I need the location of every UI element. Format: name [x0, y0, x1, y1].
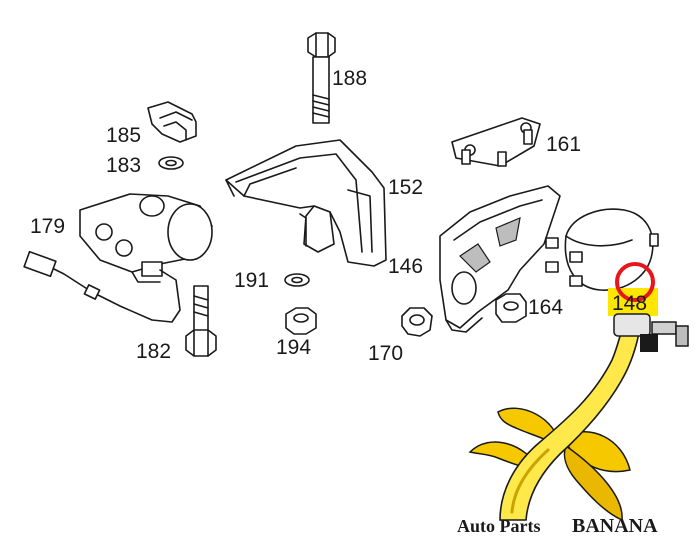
banana-watermark-logo: Auto Parts BANANA	[457, 313, 689, 537]
brand-name: BANANA	[572, 515, 658, 537]
nut-164	[495, 293, 527, 323]
washer-183	[158, 156, 184, 170]
bolt-182	[185, 285, 217, 357]
mount-148	[545, 208, 659, 291]
part-label-183: 183	[106, 154, 141, 177]
part-label-152: 152	[388, 176, 423, 199]
part-label-194: 194	[276, 336, 311, 359]
part-148-marker-circle	[615, 262, 655, 302]
part-label-161: 161	[546, 133, 581, 156]
bolt-188	[307, 32, 336, 124]
part-label-182: 182	[136, 340, 171, 363]
bracket-146	[439, 185, 561, 333]
washer-191	[284, 273, 310, 287]
nut-194	[285, 307, 317, 335]
plate-161	[451, 117, 541, 167]
part-label-146: 146	[388, 255, 423, 278]
part-label-148: 148	[612, 292, 647, 315]
part-label-188: 188	[332, 67, 367, 90]
part-label-170: 170	[368, 342, 403, 365]
part-label-185: 185	[106, 124, 141, 147]
brand-prefix: Auto Parts	[457, 516, 541, 536]
part-label-179: 179	[30, 215, 65, 238]
damper-179	[23, 193, 213, 323]
bracket-152	[225, 139, 387, 267]
nut-170	[401, 307, 433, 337]
part-label-191: 191	[234, 269, 269, 292]
clip-185	[147, 101, 197, 143]
part-label-164: 164	[528, 296, 563, 319]
